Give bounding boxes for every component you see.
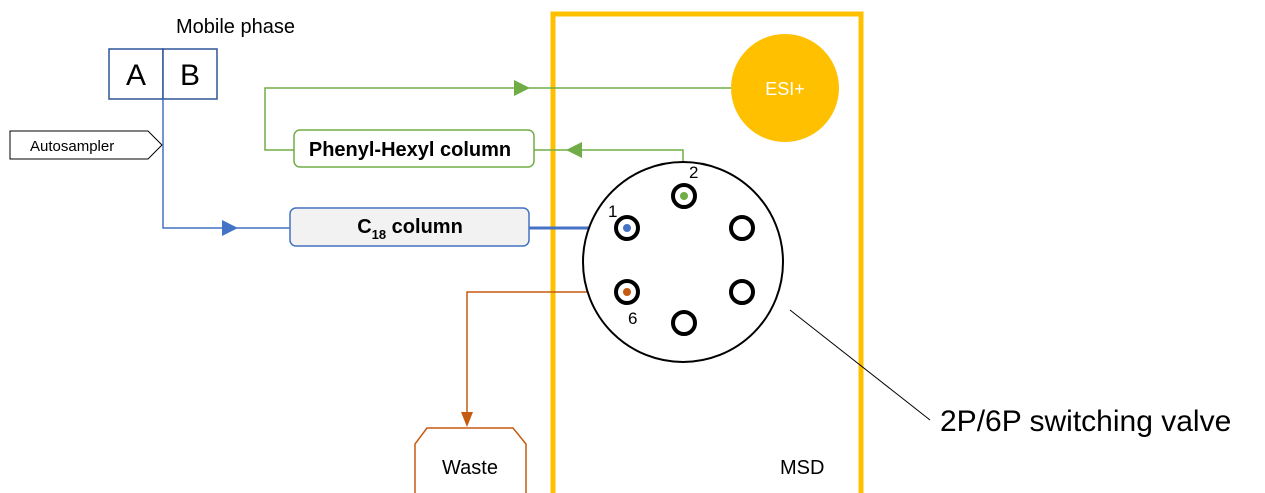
mobile-phase-label: Mobile phase	[176, 16, 295, 38]
esi-source	[731, 34, 839, 142]
msd-box	[550, 11, 864, 493]
green-flow-arrow-right	[514, 80, 530, 96]
valve-label: 2P/6P switching valve	[940, 405, 1231, 438]
green-flow-arrow-left	[566, 142, 582, 158]
phenyl-hexyl-column	[293, 129, 535, 168]
blue-flow-line	[162, 99, 290, 229]
phenyl-hexyl-column-label: Phenyl-Hexyl column	[309, 139, 511, 161]
orange-waste-line	[466, 291, 627, 420]
switching-valve	[582, 161, 784, 363]
esi-label: ESI+	[765, 79, 805, 99]
valve-port-1-label: 1	[608, 202, 617, 221]
valve-port-6-dot	[623, 288, 631, 296]
orange-flow-arrow	[461, 412, 473, 427]
waste-container	[414, 427, 527, 493]
blue-flow-arrow	[222, 220, 238, 236]
valve-port-4	[729, 279, 755, 305]
waste-label: Waste	[442, 457, 498, 479]
valve-port-2-label: 2	[689, 163, 698, 182]
valve-callout-line	[789, 309, 931, 421]
mobile-phase-b-box	[162, 48, 218, 100]
valve-port-5	[671, 310, 697, 336]
autosampler-shape	[9, 130, 163, 160]
mobile-phase-a: A	[126, 59, 146, 92]
mobile-phase-b: B	[180, 59, 200, 92]
green-esi-line	[264, 87, 731, 151]
valve-port-3	[729, 215, 755, 241]
valve-port-2-dot	[680, 192, 688, 200]
autosampler-label: Autosampler	[30, 138, 114, 155]
c18-column-label: C18 column	[357, 216, 463, 242]
valve-port-6-label: 6	[628, 309, 637, 328]
valve-port-1-dot	[623, 224, 631, 232]
c18-column	[289, 207, 530, 247]
msd-label: MSD	[780, 457, 824, 479]
